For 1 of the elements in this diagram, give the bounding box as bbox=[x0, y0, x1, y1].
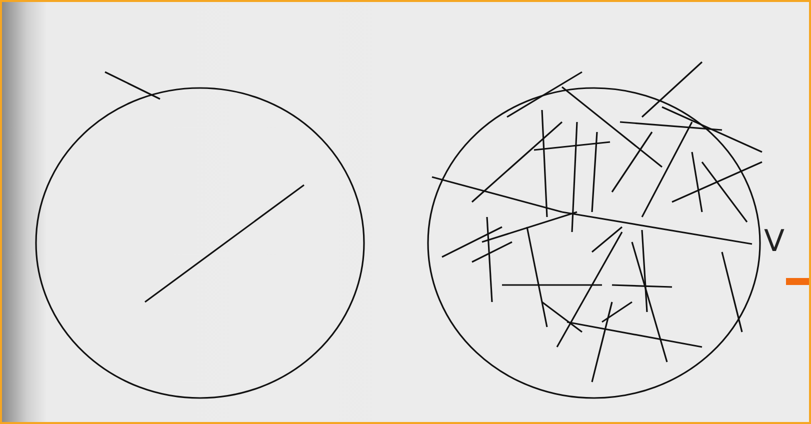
axis-letter: V bbox=[764, 224, 785, 259]
